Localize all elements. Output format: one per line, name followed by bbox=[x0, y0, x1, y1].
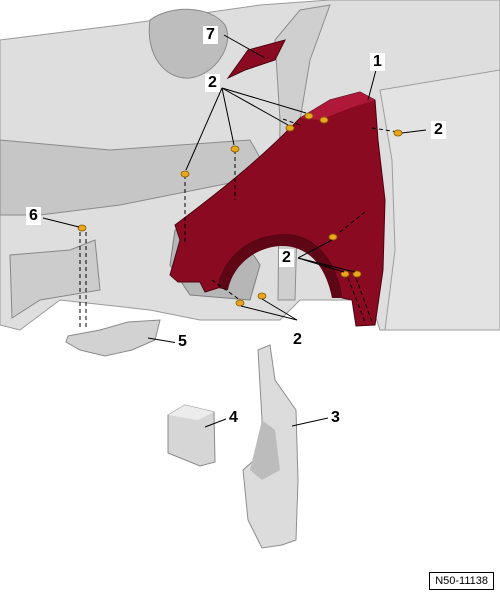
callout-label-3: 3 bbox=[328, 409, 343, 427]
front-bumper-support bbox=[9, 239, 101, 319]
bolt-icon bbox=[235, 299, 245, 307]
callout-label-2-right: 2 bbox=[431, 121, 446, 139]
bolt-icon bbox=[230, 145, 240, 153]
callout-label-1: 1 bbox=[370, 53, 385, 71]
callout-label-2-bottom: 2 bbox=[290, 331, 305, 349]
bracket-part-5 bbox=[65, 319, 161, 357]
foam-block-part-4-side bbox=[168, 405, 214, 420]
bolt-icon bbox=[285, 124, 295, 132]
callout-leader-lines bbox=[42, 34, 427, 428]
assembly-dash-lines bbox=[79, 117, 399, 330]
bolt-icon bbox=[257, 292, 267, 300]
fender-top-edge bbox=[300, 92, 375, 120]
bolt-icon bbox=[393, 129, 403, 137]
callout-label-6: 6 bbox=[26, 207, 41, 225]
bolt-icon bbox=[304, 112, 314, 120]
callout-label-2-mid: 2 bbox=[279, 249, 294, 267]
bracket-part-7 bbox=[226, 39, 286, 80]
reference-code: N50-11138 bbox=[429, 572, 494, 590]
callout-label-5: 5 bbox=[175, 333, 190, 351]
bolt-icon bbox=[352, 270, 362, 278]
bolt-icon bbox=[180, 170, 190, 178]
callout-label-4: 4 bbox=[226, 409, 241, 427]
callout-label-2-top: 2 bbox=[205, 74, 220, 92]
bolt-icon bbox=[319, 116, 329, 124]
bolt-icon bbox=[77, 224, 87, 232]
pillar-trim-part-3-shadow bbox=[250, 420, 280, 480]
bolt-icon bbox=[328, 233, 338, 241]
bolt-icon bbox=[340, 270, 350, 278]
fastener-bolts bbox=[77, 112, 403, 307]
door-panel bbox=[379, 69, 500, 331]
longitudinal-member bbox=[0, 139, 271, 216]
callout-label-7: 7 bbox=[203, 26, 218, 44]
